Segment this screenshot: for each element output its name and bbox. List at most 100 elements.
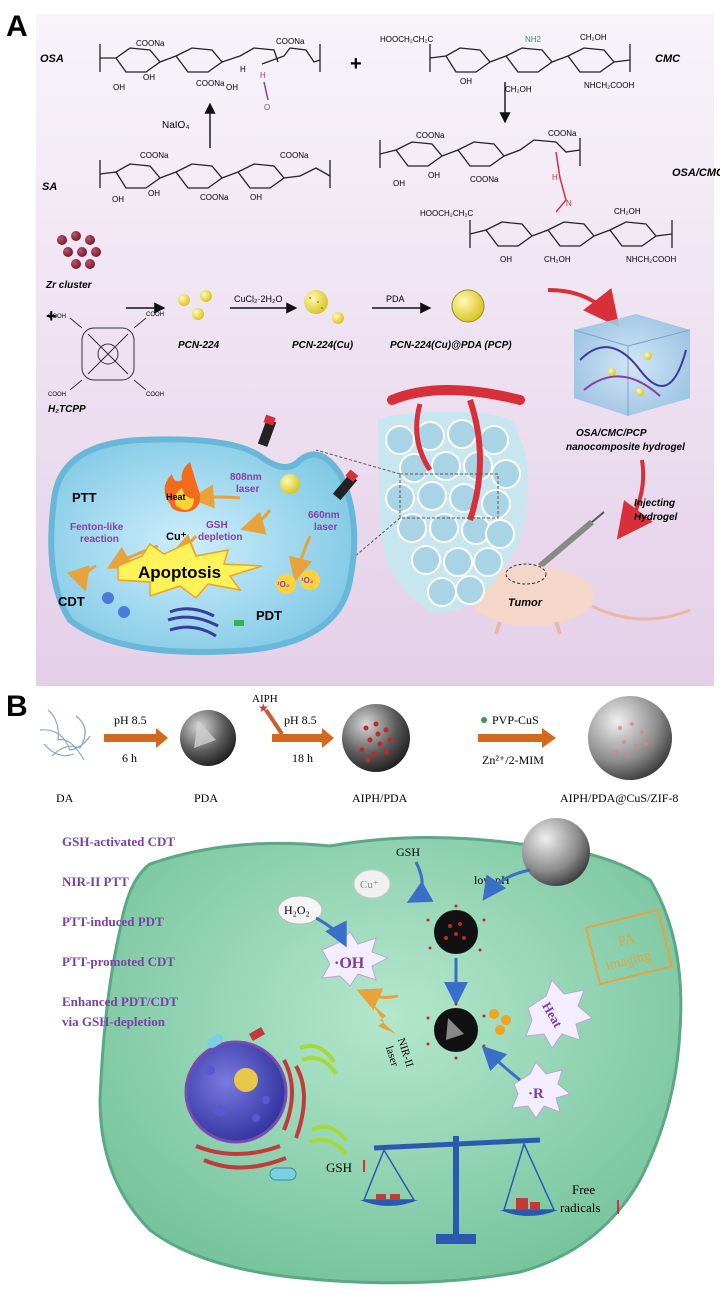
step1-bottom: 6 h bbox=[122, 751, 137, 765]
osa-h-aldehyde: H bbox=[260, 71, 266, 80]
laser808-line-2: laser bbox=[236, 484, 259, 495]
step2-bottom: 18 h bbox=[292, 751, 313, 765]
pcp-particle bbox=[451, 289, 485, 323]
tcpp-cooh-3: COOH bbox=[48, 392, 66, 398]
osa-coona-2: COONa bbox=[276, 37, 305, 46]
sa-coona-1: COONa bbox=[140, 151, 169, 160]
hydrogel-cube bbox=[573, 314, 691, 416]
step2-top: pH 8.5 bbox=[284, 713, 317, 727]
osa-aldehyde-bond bbox=[263, 81, 269, 101]
laser-icon-660 bbox=[332, 469, 359, 501]
feature-1: GSH-activated CDT bbox=[62, 834, 175, 849]
sa-structure bbox=[99, 160, 331, 189]
osacmc-ch2oh-1: CH₂OH bbox=[614, 207, 641, 216]
heat-flame-icon bbox=[164, 462, 201, 512]
feature-5: Enhanced PDT/CDT bbox=[62, 994, 178, 1009]
osa-coona-3: COONa bbox=[196, 79, 225, 88]
golgi-b-2 bbox=[309, 1124, 348, 1156]
step-arrow-3 bbox=[478, 728, 556, 748]
pda-cavity bbox=[194, 720, 216, 748]
r-label: ·R bbox=[528, 1086, 544, 1102]
gsh-label-b: GSH bbox=[396, 845, 420, 859]
arrow-fenton-to-cdt bbox=[66, 564, 97, 592]
laser660-line-1: 660nm bbox=[308, 510, 340, 521]
osa-structure bbox=[99, 44, 321, 73]
singlet-oxygen-2 bbox=[300, 570, 320, 590]
step-arrow-2 bbox=[272, 728, 334, 748]
name-aiph-pda: AIPH/PDA bbox=[352, 791, 408, 805]
osa-cmc-structure bbox=[379, 138, 673, 248]
cmc-label: CMC bbox=[655, 53, 681, 65]
gsh-line-2: depletion bbox=[198, 532, 242, 543]
final-nanoparticle bbox=[588, 696, 672, 780]
pcn224cu-label: PCN-224(Cu) bbox=[292, 340, 354, 351]
hydrogel-formation-arrow bbox=[547, 288, 620, 328]
gsh-line-1: GSH bbox=[206, 520, 228, 531]
cmc-structure bbox=[429, 44, 631, 73]
tcpp-cooh-4: COOH bbox=[146, 392, 164, 398]
step-arrow-1 bbox=[104, 728, 168, 748]
osa-cmc-plus: + bbox=[350, 53, 362, 75]
aiph-pda-sphere bbox=[342, 704, 410, 772]
osacmc-hoocch2: HOOCH₂CH₂C bbox=[420, 209, 474, 218]
nucleus-dots bbox=[205, 1065, 270, 1122]
fenton-line-2: reaction bbox=[80, 534, 119, 545]
osa-cmc-label: OSA/CMC bbox=[672, 167, 720, 179]
osa-coona-1: COONa bbox=[136, 39, 165, 48]
osa-h: H bbox=[240, 65, 246, 74]
naio4-label: NaIO₄ bbox=[162, 120, 189, 131]
cu-label-b: Cu⁺ bbox=[360, 879, 379, 891]
pda-reagent-label: PDA bbox=[386, 294, 405, 304]
da-fibers-icon bbox=[39, 709, 91, 761]
lowph-arrow bbox=[482, 868, 531, 901]
heat-burst-b bbox=[525, 979, 593, 1049]
injecting-label-2: Hydrogel bbox=[634, 512, 678, 523]
panel-a-label: A bbox=[6, 10, 28, 43]
r-radical-burst bbox=[511, 1061, 572, 1119]
h2o2-bubble bbox=[277, 895, 323, 925]
heat-label: Heat bbox=[166, 492, 186, 502]
cu-label: Cu⁺ bbox=[166, 531, 187, 543]
h2tcpp-label: H₂TCPP bbox=[48, 404, 86, 415]
arrow-660-to-pdt bbox=[288, 535, 313, 582]
cmc-nh2: NH2 bbox=[525, 35, 542, 44]
nucleus bbox=[184, 1040, 288, 1144]
schiff-h: H bbox=[552, 173, 558, 182]
injecting-label-1: Injecting bbox=[634, 498, 675, 509]
mito-small-b bbox=[206, 1034, 224, 1048]
h2o2-label: H₂O₂ bbox=[284, 903, 310, 917]
singlet-label-1: ¹O₂ bbox=[277, 580, 290, 589]
panel-b-label: B bbox=[6, 690, 28, 723]
svg-text:★: ★ bbox=[258, 701, 269, 715]
feature-2: NIR-II PTT bbox=[62, 874, 129, 889]
degraded-np-1-dots bbox=[426, 904, 486, 952]
cucl2-label: CuCl₂·2H₂O bbox=[234, 294, 283, 304]
sa-oh-3: OH bbox=[250, 193, 262, 202]
pdt-label: PDT bbox=[256, 608, 282, 623]
cancer-cell-b bbox=[98, 836, 683, 1285]
feature-4: PTT-promoted CDT bbox=[62, 954, 175, 969]
sa-oh-1: OH bbox=[112, 195, 124, 204]
balance-scale-icon bbox=[360, 1136, 558, 1244]
laser-icon-808 bbox=[257, 414, 277, 447]
sa-coona-2: COONa bbox=[280, 151, 309, 160]
gsh-to-cu-arrow bbox=[406, 861, 434, 903]
name-da: DA bbox=[56, 791, 74, 805]
step1-top: pH 8.5 bbox=[114, 713, 147, 727]
singlet-oxygen-1 bbox=[276, 574, 296, 594]
apoptosis-label: Apoptosis bbox=[138, 563, 221, 582]
name-final: AIPH/PDA@CuS/ZIF-8 bbox=[560, 791, 678, 805]
pcn224-label: PCN-224 bbox=[178, 340, 220, 351]
schiff-base-bond bbox=[555, 151, 567, 213]
tumor-tissue bbox=[378, 385, 529, 613]
aiph-label: AIPH bbox=[252, 693, 278, 705]
cmc-hoocch2: HOOCH₂CH₂C bbox=[380, 35, 434, 44]
osacmc-coona-2: COONa bbox=[548, 129, 577, 138]
laser808-line-1: 808nm bbox=[230, 472, 262, 483]
cu-ion-2 bbox=[118, 606, 130, 618]
tcpp-cooh-1: COOH bbox=[48, 314, 66, 320]
osa-oh-3: OH bbox=[226, 83, 238, 92]
cmc-ch2oh-1: CH₂OH bbox=[580, 33, 607, 42]
arrow-to-gsh bbox=[240, 509, 272, 535]
osacmc-oh-2: OH bbox=[428, 171, 440, 180]
